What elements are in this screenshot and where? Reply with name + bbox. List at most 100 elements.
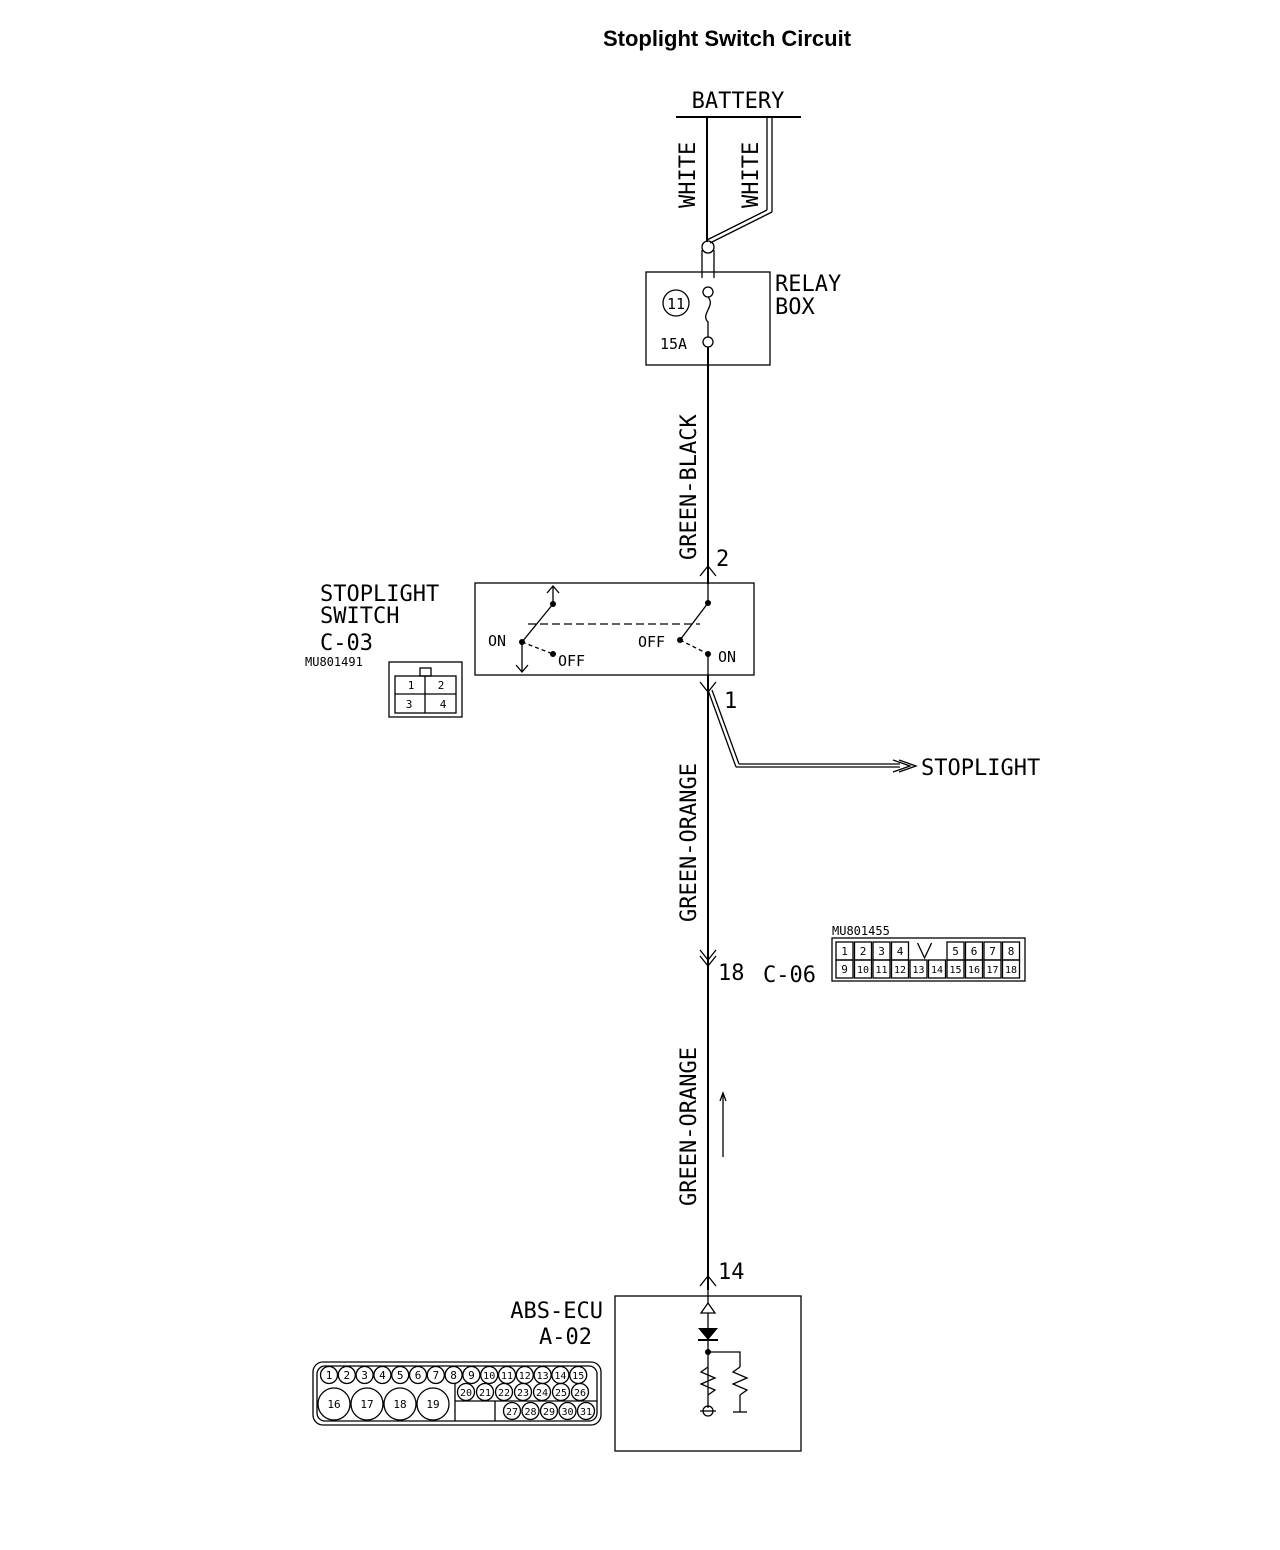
wire-label-green-orange-lower: GREEN-ORANGE xyxy=(677,1047,702,1206)
a02-pin xyxy=(373,1365,392,1385)
relay-input-loop xyxy=(701,240,715,278)
a02-pin xyxy=(456,1382,476,1402)
c06-pin-label: 1 xyxy=(841,945,848,958)
left-contact-blade xyxy=(521,603,554,643)
c06-pin-label: 16 xyxy=(968,965,980,976)
stoplight-output-label: STOPLIGHT xyxy=(921,756,1040,781)
green-orange-upper-wire: GREEN-ORANGE xyxy=(677,675,709,1290)
fuse-number: 11 xyxy=(667,295,685,313)
stoplight-branch: 1 STOPLIGHT xyxy=(699,681,1040,781)
c06-pin-label: 3 xyxy=(878,945,885,958)
stoplight-switch: STOPLIGHT SWITCH C-03 MU801491 1 2 3 4 xyxy=(305,582,755,718)
stoplight-output-arrow-2 xyxy=(898,759,918,773)
a02-pin xyxy=(475,1382,495,1402)
left-contact-arrow-down xyxy=(515,664,529,673)
abs-ecu-pin: 14 xyxy=(718,1260,745,1285)
a02-pin-label: 30 xyxy=(561,1407,573,1418)
a02-pin-label: 16 xyxy=(327,1398,340,1411)
a02-pin xyxy=(391,1365,410,1385)
c06-pin-label: 8 xyxy=(1008,945,1015,958)
c06-pin-cell xyxy=(1001,959,1021,979)
stoplight-switch-part-number: MU801491 xyxy=(305,655,363,669)
white-wires: WHITE WHITE xyxy=(676,117,773,244)
c06-arrow-b xyxy=(699,955,717,968)
ecu-branch xyxy=(708,1351,741,1367)
a02-pin-label: 31 xyxy=(580,1407,592,1418)
battery: BATTERY xyxy=(676,89,801,118)
c06-pin-label: 4 xyxy=(897,945,904,958)
c06-pin-cell xyxy=(853,959,873,979)
a02-pin-label: 22 xyxy=(498,1388,510,1399)
a02-pin-large xyxy=(317,1387,351,1421)
a02-pin xyxy=(480,1365,499,1385)
a02-pin xyxy=(576,1401,596,1421)
c06-pin-label: 14 xyxy=(931,965,943,976)
a02-pin-label: 29 xyxy=(543,1407,555,1418)
a02-pin-label: 10 xyxy=(483,1371,495,1382)
loop-wire xyxy=(701,250,715,278)
stoplight-switch-pin-2: 2 xyxy=(716,547,729,572)
a02-pin xyxy=(337,1365,356,1385)
ecu-input-terminal xyxy=(699,1301,717,1314)
stoplight-switch-connector-face: 1 2 3 4 xyxy=(388,661,463,718)
c06-pin-label: 7 xyxy=(989,945,996,958)
c06-pin-label: 5 xyxy=(952,945,959,958)
ecu-resistor-right xyxy=(731,1366,749,1396)
a02-pin xyxy=(408,1365,428,1385)
branch-diag-a xyxy=(707,689,737,768)
a02-pin xyxy=(532,1382,552,1402)
connector-face-outline xyxy=(388,661,463,718)
junction-terminal xyxy=(701,240,715,254)
a02-pin-label: 27 xyxy=(506,1407,518,1418)
c03-pin-3: 3 xyxy=(406,698,413,711)
white-wire-diag-b xyxy=(709,211,773,244)
stoplight-switch-pin-1: 1 xyxy=(724,689,737,714)
a02-pin-label: 15 xyxy=(572,1371,584,1382)
a02-pin xyxy=(521,1401,540,1421)
c03-pin-2: 2 xyxy=(438,679,445,692)
a02-pin-label: 1 xyxy=(326,1369,333,1382)
connector-face-latch xyxy=(419,667,432,677)
switch-contact-left: ON OFF xyxy=(488,585,585,673)
a02-pin-label: 28 xyxy=(524,1407,536,1418)
c06-pin-label: 2 xyxy=(860,945,867,958)
a02-pin-label: 17 xyxy=(360,1398,373,1411)
stoplight-switch-label-line1: STOPLIGHT xyxy=(320,582,439,607)
stoplight-switch-body xyxy=(474,582,755,676)
abs-ecu-label-line2: A-02 xyxy=(539,1325,592,1350)
wire-label-white-right: WHITE xyxy=(739,142,764,208)
c06-part-number: MU801455 xyxy=(832,924,890,938)
a02-pin-large xyxy=(383,1387,417,1421)
a02-pin xyxy=(513,1382,533,1402)
c06-pin-cell xyxy=(890,959,910,979)
c06-pin-cell xyxy=(872,959,891,979)
a02-pin-label: 23 xyxy=(517,1388,529,1399)
stoplight-switch-label-line2: SWITCH xyxy=(320,604,399,629)
c06-arrow-a xyxy=(699,949,717,962)
a02-pin-label: 12 xyxy=(519,1371,531,1382)
battery-label: BATTERY xyxy=(692,89,785,114)
relay-box: RELAY BOX 11 15A xyxy=(645,271,841,366)
c03-pin-1: 1 xyxy=(408,679,415,692)
a02-pin-label: 8 xyxy=(450,1369,457,1382)
c06-pin-label: 17 xyxy=(986,965,998,976)
fuse-rating: 15A xyxy=(660,335,687,353)
a02-pin-large xyxy=(416,1387,450,1421)
a02-pin-label: 7 xyxy=(432,1369,439,1382)
wire-label-white-left: WHITE xyxy=(676,142,701,208)
relay-box-label-line2: BOX xyxy=(775,295,815,320)
a02-pin xyxy=(502,1401,522,1421)
wire-label-green-black: GREEN-BLACK xyxy=(677,414,702,560)
relay-box-label-line1: RELAY xyxy=(775,272,841,297)
left-contact-off-point xyxy=(550,651,556,657)
green-orange-lower-wire: GREEN-ORANGE 14 xyxy=(677,1047,745,1287)
left-contact-off-label: OFF xyxy=(558,652,585,670)
c06-pin-label: 18 xyxy=(1005,965,1017,976)
a02-pin-label: 4 xyxy=(379,1369,386,1382)
a02-pin xyxy=(539,1401,559,1421)
c06-pin-cell xyxy=(946,959,965,979)
right-contact-off-label: OFF xyxy=(638,633,665,651)
